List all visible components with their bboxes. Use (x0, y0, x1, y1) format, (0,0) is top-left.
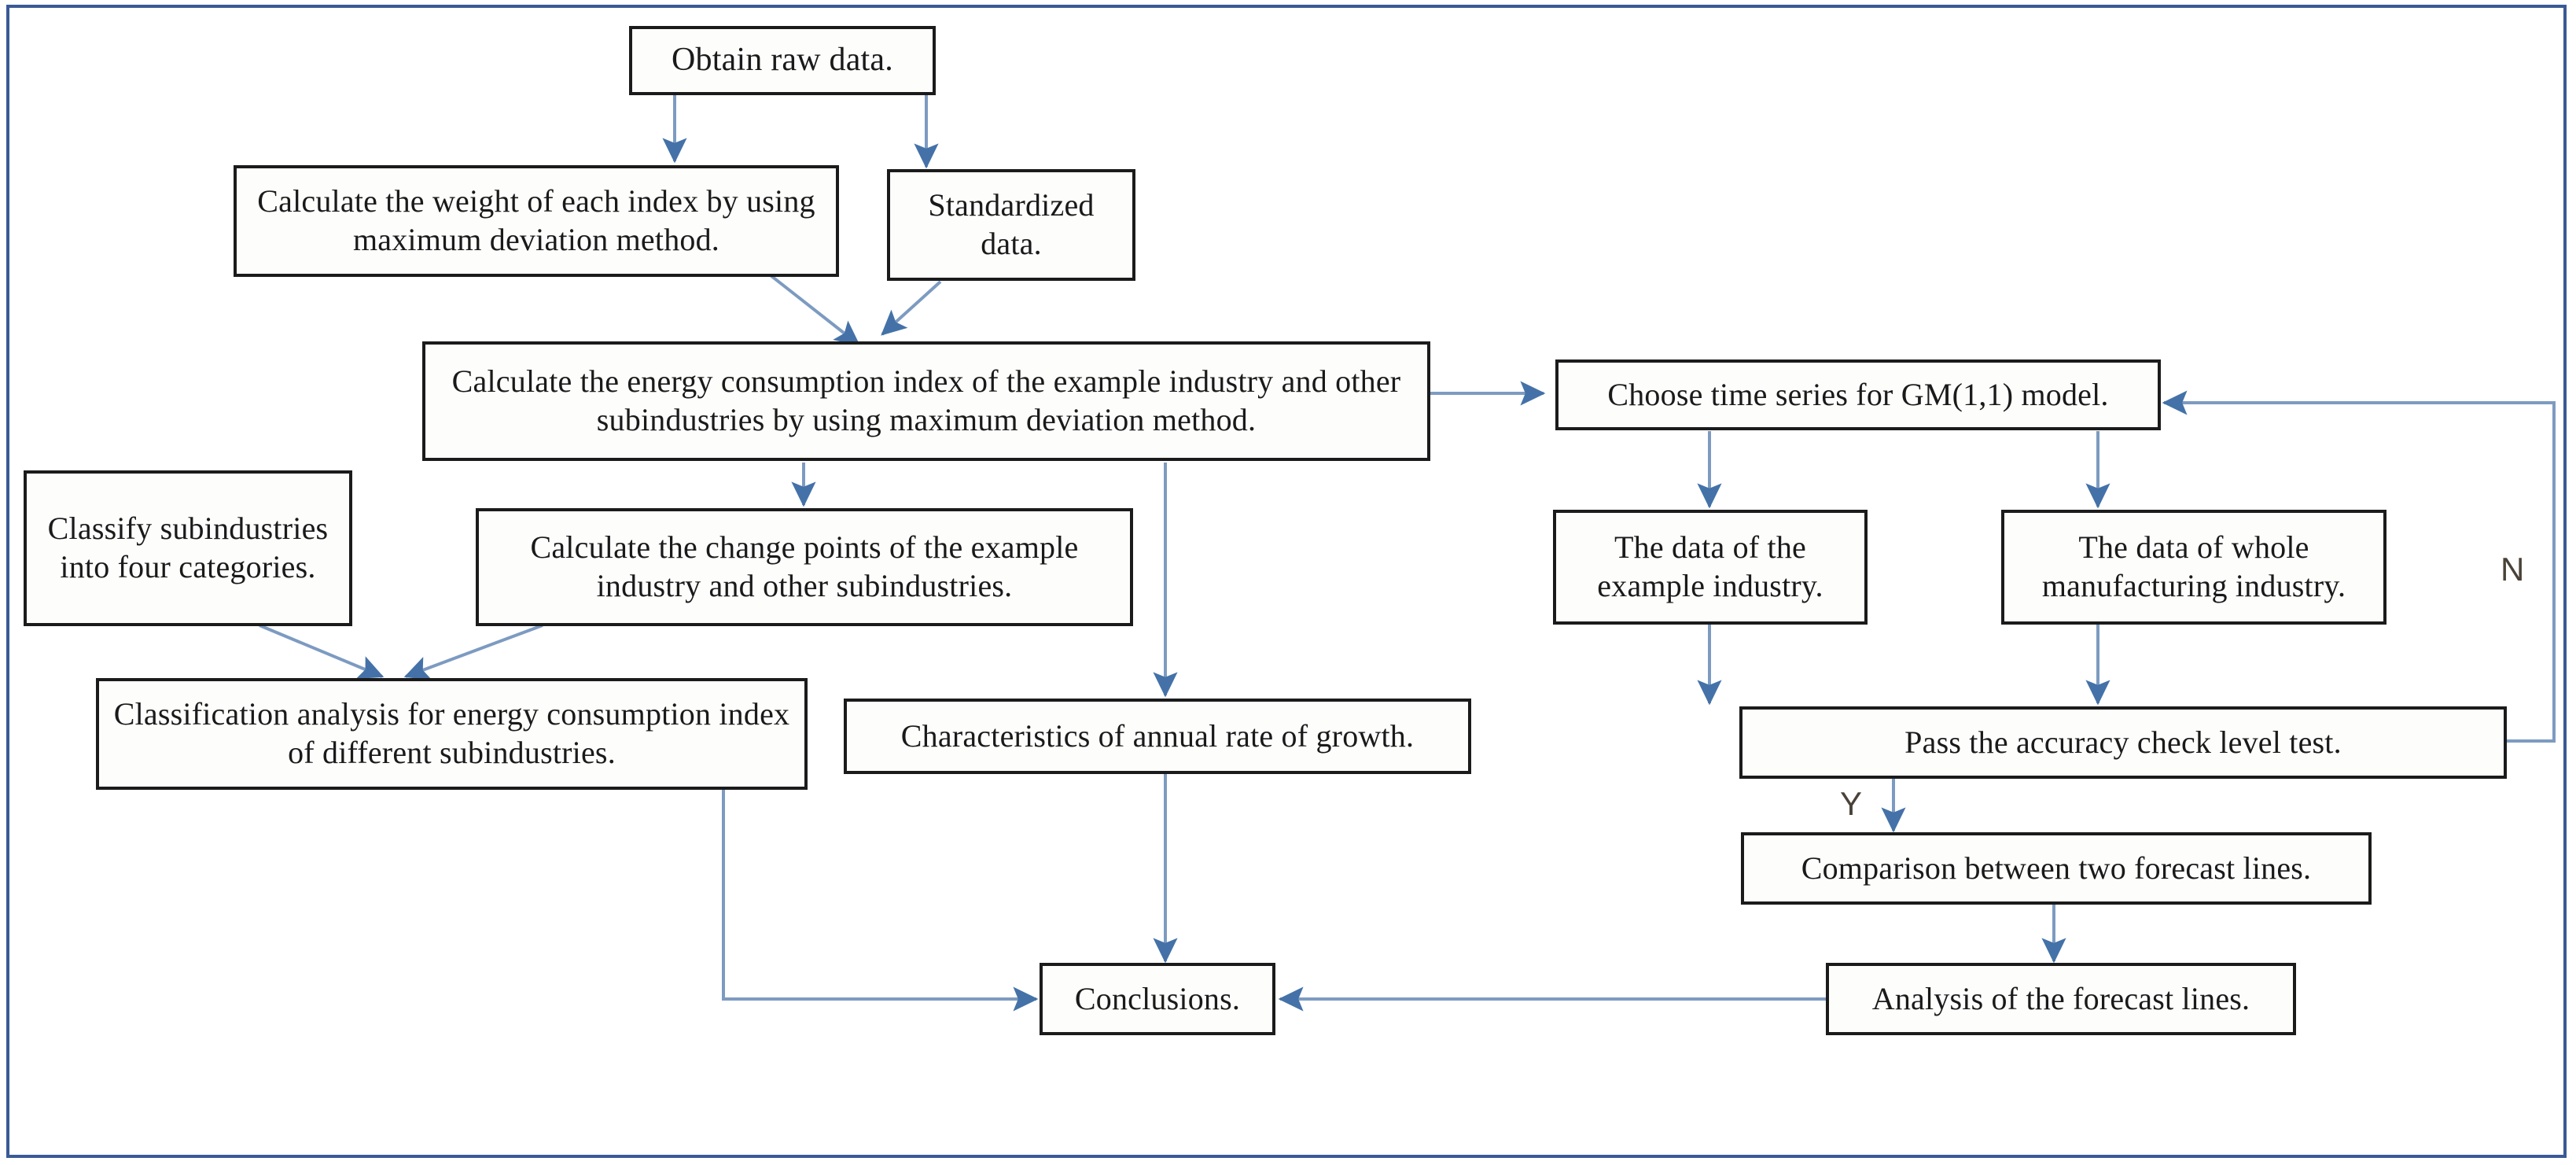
node-classify-subindustries[interactable]: Classify subindustries into four categor… (24, 470, 352, 626)
node-data-example-industry[interactable]: The data of the example industry. (1553, 510, 1868, 625)
node-conclusions[interactable]: Conclusions. (1040, 963, 1275, 1035)
node-label: Conclusions. (1074, 980, 1241, 1016)
node-data-whole-manufacturing[interactable]: The data of whole manufacturing industry… (2001, 510, 2386, 625)
node-analysis-forecast[interactable]: Analysis of the forecast lines. (1826, 963, 2296, 1035)
node-calculate-energy-index[interactable]: Calculate the energy consumption index o… (422, 341, 1430, 461)
node-label: Calculate the energy consumption index o… (451, 363, 1401, 437)
node-label: Calculate the change points of the examp… (530, 529, 1079, 603)
node-label: Comparison between two forecast lines. (1801, 850, 2312, 886)
edge-label-text: Y (1840, 785, 1863, 822)
edge-label-yes: Y (1840, 785, 1862, 823)
node-label: The data of the example industry. (1597, 529, 1823, 603)
node-classification-analysis[interactable]: Classification analysis for energy consu… (96, 678, 808, 790)
node-label: Classify subindustries into four categor… (47, 511, 329, 584)
node-choose-time-series[interactable]: Choose time series for GM(1,1) model. (1555, 359, 2161, 430)
node-label: Pass the accuracy check level test. (1904, 724, 2342, 760)
node-calculate-change-points[interactable]: Calculate the change points of the examp… (476, 508, 1133, 626)
node-label: Calculate the weight of each index by us… (257, 183, 815, 257)
node-calculate-weight[interactable]: Calculate the weight of each index by us… (234, 165, 839, 277)
node-label: Classification analysis for energy consu… (113, 696, 790, 770)
node-label: Standardized data. (928, 187, 1095, 261)
node-label: Characteristics of annual rate of growth… (900, 717, 1415, 754)
node-comparison-forecast[interactable]: Comparison between two forecast lines. (1741, 832, 2372, 905)
node-accuracy-check[interactable]: Pass the accuracy check level test. (1739, 706, 2507, 779)
node-characteristics-growth[interactable]: Characteristics of annual rate of growth… (844, 699, 1471, 774)
edge-label-no: N (2501, 551, 2524, 588)
node-standardized-data[interactable]: Standardized data. (887, 169, 1135, 281)
node-label: Obtain raw data. (672, 42, 893, 79)
node-label: The data of whole manufacturing industry… (2041, 529, 2346, 603)
node-label: Analysis of the forecast lines. (1871, 980, 2250, 1016)
node-obtain-raw-data[interactable]: Obtain raw data. (629, 26, 936, 95)
edge-label-text: N (2501, 551, 2525, 588)
node-label: Choose time series for GM(1,1) model. (1607, 376, 2109, 412)
